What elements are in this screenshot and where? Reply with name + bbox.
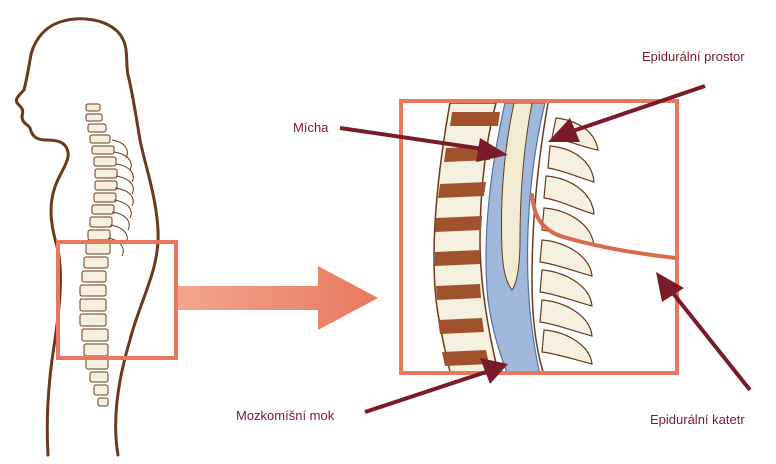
zoom-arrow <box>178 266 378 330</box>
spinous-processes <box>540 118 598 364</box>
label-csf: Mozkomíšní mok <box>236 408 335 423</box>
label-epidural-catheter: Epidurální katetr <box>650 412 745 427</box>
label-epidural-space: Epidurální prostor <box>642 49 745 64</box>
body-zoom-frame <box>58 242 176 358</box>
zoom-detail <box>434 103 676 380</box>
body-spine <box>80 104 117 406</box>
body-outline <box>16 19 158 455</box>
label-spinal-cord: Mícha <box>293 120 329 135</box>
